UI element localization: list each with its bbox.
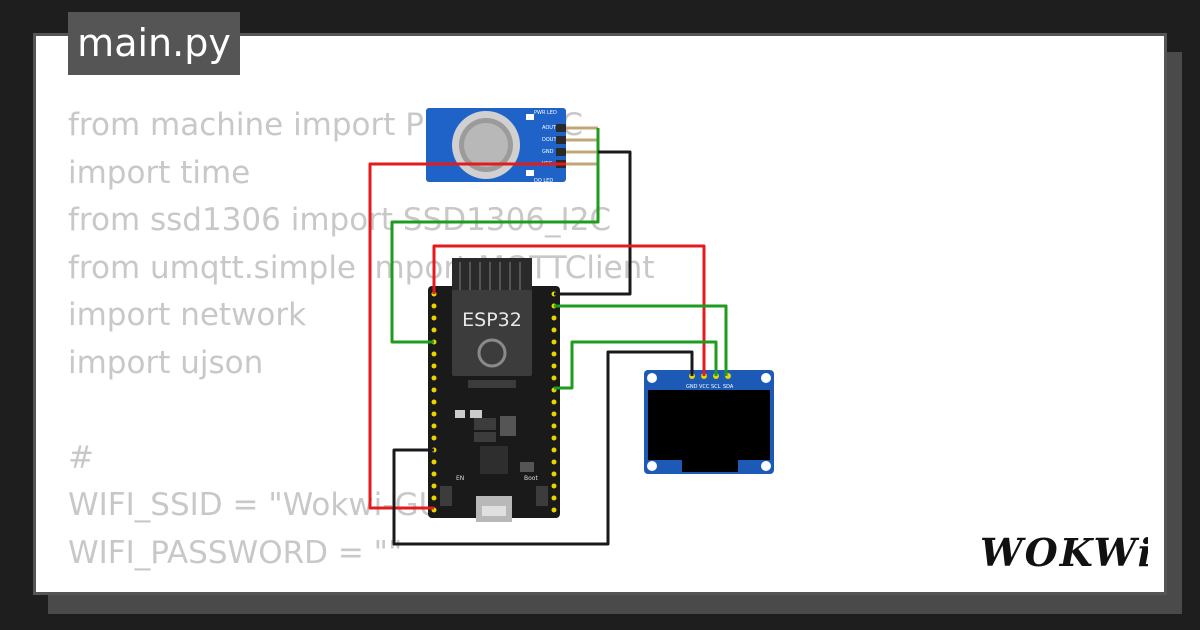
code-line: import time [68, 154, 251, 191]
project-card [33, 33, 1167, 595]
gas-pin-dout: DOUT [542, 137, 557, 143]
oled-display[interactable]: GND VCC SCL SDA [644, 370, 774, 474]
wires [368, 128, 728, 546]
code-line: from ssd1306 import SSD1306_I2C [68, 202, 612, 238]
code-line: # [68, 439, 94, 476]
file-tab-main[interactable]: main.py [68, 12, 240, 75]
oled-pin-sda: SDA [723, 384, 734, 390]
code-line: import network [68, 297, 307, 333]
oled-pin-gnd: GND [686, 384, 698, 390]
esp32-board[interactable]: ESP32 EN Boot [428, 258, 560, 522]
wokwi-logo-text: WOKWi [980, 530, 1148, 575]
wire-sensor-aout [390, 128, 600, 344]
code-line: import ujson [68, 344, 264, 381]
gas-pwr-led-label: PWR LED [534, 110, 557, 116]
wire-oled-sda [554, 304, 728, 376]
wire-sensor-vcc [368, 162, 566, 510]
wokwi-logo: WOKWi [980, 530, 1148, 575]
gas-sensor-module[interactable]: PWR LED DO LED AOUT DOUT GND VCC [426, 108, 598, 184]
gas-pin-aout: AOUT [542, 125, 557, 131]
code-line: WIFI_PASSWORD = "" [68, 534, 403, 571]
svg-text:Boot: Boot [524, 475, 538, 482]
oled-pin-scl: SCL [711, 384, 721, 390]
gas-do-led-label: DO LED [534, 178, 553, 184]
wire-oled-vcc [432, 244, 706, 376]
svg-text:EN: EN [456, 475, 464, 482]
oled-pin-vcc: VCC [699, 384, 710, 390]
esp32-label: ESP32 [462, 309, 522, 331]
code-editor: from machine import Pin, SoftI2C import … [68, 102, 654, 577]
wire-sensor-gnd [554, 150, 632, 296]
wire-oled-scl [554, 340, 718, 390]
wire-oled-gnd [392, 350, 694, 546]
gas-pin-gnd: GND [542, 149, 554, 155]
